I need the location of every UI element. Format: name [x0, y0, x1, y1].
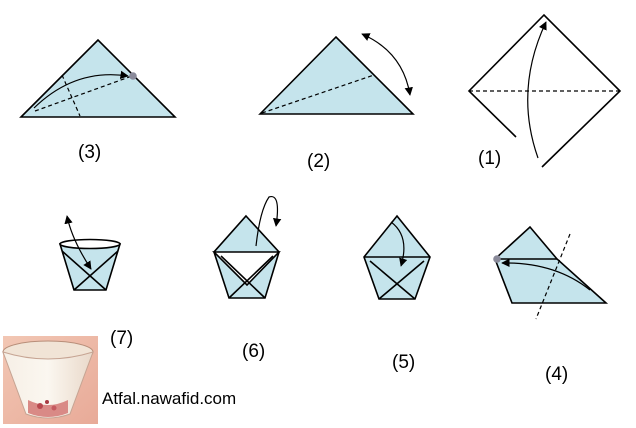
step-7-label: (7) [110, 328, 133, 349]
cup-photo [2, 336, 98, 424]
step-3-label: (3) [78, 142, 101, 163]
site-credit: Atfal.nawafid.com [102, 389, 236, 408]
step-3-figure [19, 38, 177, 118]
step-4-figure [493, 225, 609, 320]
step-7-figure [58, 215, 122, 291]
step-6-figure [212, 195, 282, 299]
step-5-figure [363, 214, 431, 300]
step-1-label: (1) [478, 148, 501, 169]
step-4-label: (4) [545, 364, 568, 385]
step-3-target-dot [129, 72, 137, 80]
step-1-figure [467, 13, 622, 168]
step-2-label: (2) [307, 151, 330, 172]
step-5-label: (5) [392, 352, 415, 373]
step-6-label: (6) [242, 341, 265, 362]
step-2-figure [258, 33, 415, 115]
step-4-target-dot [493, 255, 501, 263]
